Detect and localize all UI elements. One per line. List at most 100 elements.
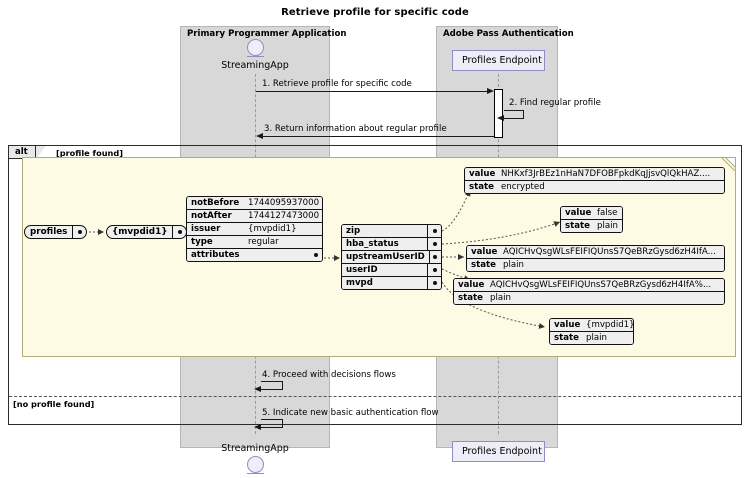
table-row: type regular — [187, 235, 322, 248]
alt-fragment-frame — [8, 145, 742, 425]
alt-tab-notch-shape — [35, 146, 46, 159]
object-node-mvpdid1-link — [172, 226, 186, 238]
table-row: state encrypted — [465, 180, 724, 193]
profile-value-attributes-link — [244, 249, 322, 261]
value-content: AQICHvQsgWLsFEIFIQUnsS7QeBRzGysd6zH4IfA.… — [499, 246, 724, 258]
table-row: state plain — [467, 258, 724, 271]
alt-guard-no-profile-found: [no profile found] — [13, 399, 95, 409]
object-node-mvpdid1: {mvpdid1} — [106, 225, 188, 239]
attr-link-hba-status — [427, 238, 441, 250]
table-row: state plain — [454, 291, 724, 304]
object-node-profiles-link — [72, 226, 86, 238]
participant-label-streamingapp-top: StreamingApp — [221, 60, 289, 71]
message-5-self-loop — [261, 419, 283, 428]
profile-key-notbefore: notBefore — [187, 197, 244, 209]
state-label: state — [465, 181, 497, 193]
attr-link-mvpd — [427, 277, 441, 289]
table-row: value false — [561, 207, 622, 219]
profile-key-type: type — [187, 236, 244, 248]
attr-key-upstreamuserid: upstreamUserID — [342, 251, 429, 263]
value-label: value — [550, 319, 582, 331]
table-row: userID — [342, 263, 441, 276]
avatar-streamingapp-top — [247, 39, 264, 57]
table-row: notAfter 1744127473000 — [187, 209, 322, 222]
value-box-upstream-userid: value AQICHvQsgWLsFEIFIQUnsS7QeBRzGysd6z… — [466, 245, 725, 272]
alt-guard-profile-found: [profile found] — [56, 148, 123, 158]
link-dot-icon — [432, 228, 437, 233]
actor-body-icon — [247, 56, 264, 57]
profile-key-attributes: attributes — [187, 249, 244, 261]
message-1-arrowhead — [487, 87, 494, 94]
table-row: value {mvpdid1} — [550, 319, 633, 331]
state-label: state — [467, 259, 499, 271]
link-dot-icon — [177, 230, 182, 234]
object-table-profile: notBefore 1744095937000 notAfter 1744127… — [186, 196, 323, 262]
link-dot-icon — [432, 267, 437, 272]
participant-label-streamingapp-bottom: StreamingApp — [221, 443, 289, 454]
message-2-arrowhead — [497, 115, 504, 121]
message-3-arrowhead — [256, 132, 263, 139]
link-dot-icon — [77, 230, 82, 234]
attr-link-userid — [427, 264, 441, 276]
message-2-self-loop — [504, 110, 524, 119]
profile-value-type: regular — [244, 236, 322, 248]
value-label: value — [454, 279, 486, 291]
table-row: state plain — [550, 331, 633, 344]
message-4-self-loop — [261, 381, 283, 390]
link-dot-icon — [432, 280, 437, 285]
message-3-label: 3. Return information about regular prof… — [264, 124, 447, 134]
value-label: value — [467, 246, 499, 258]
state-label: state — [561, 220, 593, 232]
note-fold-line-icon — [722, 158, 735, 171]
object-node-profiles-label: profiles — [30, 227, 68, 237]
group-label-adobe-pass-authentication: Adobe Pass Authentication — [443, 29, 574, 39]
attr-key-userid: userID — [342, 264, 427, 276]
avatar-streamingapp-bottom — [247, 456, 264, 474]
activation-bar-profiles-endpoint — [494, 89, 503, 138]
value-label: value — [561, 207, 593, 219]
value-content: {mvpdid1} — [582, 319, 633, 331]
participant-profiles-endpoint-top[interactable]: Profiles Endpoint — [452, 50, 545, 71]
actor-body-icon — [247, 473, 264, 474]
message-4-arrowhead — [254, 386, 261, 392]
value-box-zip: value NHKxf3JrBEz1nHaN7DFOBFpkdKqJjsvQlQ… — [464, 167, 725, 194]
actor-icon — [247, 456, 264, 473]
attr-key-hba-status: hba_status — [342, 238, 427, 250]
page-title: Retrieve profile for specific code — [281, 7, 469, 18]
object-node-profiles: profiles — [24, 225, 88, 239]
state-content: plain — [486, 292, 724, 304]
table-row: notBefore 1744095937000 — [187, 197, 322, 209]
table-row: value AQICHvQsgWLsFEIFIQUnsS7QeBRzGysd6z… — [467, 246, 724, 258]
profile-value-notbefore: 1744095937000 — [244, 197, 322, 209]
profile-value-notafter: 1744127473000 — [244, 210, 322, 222]
value-content: false — [593, 207, 622, 219]
table-row: hba_status — [342, 237, 441, 250]
table-row: zip — [342, 225, 441, 237]
message-5-label: 5. Indicate new basic authentication flo… — [262, 408, 439, 418]
message-5-arrowhead — [254, 424, 261, 430]
state-content: plain — [593, 220, 622, 232]
link-dot-icon — [314, 252, 318, 257]
profile-key-notafter: notAfter — [187, 210, 244, 222]
object-table-attributes: zip hba_status upstreamUserID userID mvp… — [341, 224, 442, 290]
value-content: AQICHvQsgWLsFEIFIQUnsS7QeBRzGysd6zH4IfA%… — [486, 279, 724, 291]
value-box-hba-status: value false state plain — [560, 206, 623, 233]
object-node-mvpdid1-label: {mvpdid1} — [112, 227, 168, 237]
table-row: state plain — [561, 219, 622, 232]
message-3-line — [263, 136, 494, 137]
table-row: attributes — [187, 248, 322, 261]
value-box-mvpd: value {mvpdid1} state plain — [549, 318, 634, 345]
profile-value-issuer: {mvpdid1} — [244, 223, 322, 235]
profile-key-issuer: issuer — [187, 223, 244, 235]
attr-link-upstreamuserid — [428, 251, 441, 263]
table-row: mvpd — [342, 276, 441, 289]
alt-operand-divider — [9, 396, 741, 397]
table-row: issuer {mvpdid1} — [187, 222, 322, 235]
state-label: state — [454, 292, 486, 304]
table-row: upstreamUserID — [342, 250, 441, 263]
actor-icon — [247, 39, 264, 56]
participant-profiles-endpoint-bottom[interactable]: Profiles Endpoint — [452, 441, 545, 462]
message-1-line — [256, 91, 488, 92]
message-2-label: 2. Find regular profile — [509, 98, 601, 108]
table-row: value NHKxf3JrBEz1nHaN7DFOBFpkdKqJjsvQlQ… — [465, 168, 724, 180]
